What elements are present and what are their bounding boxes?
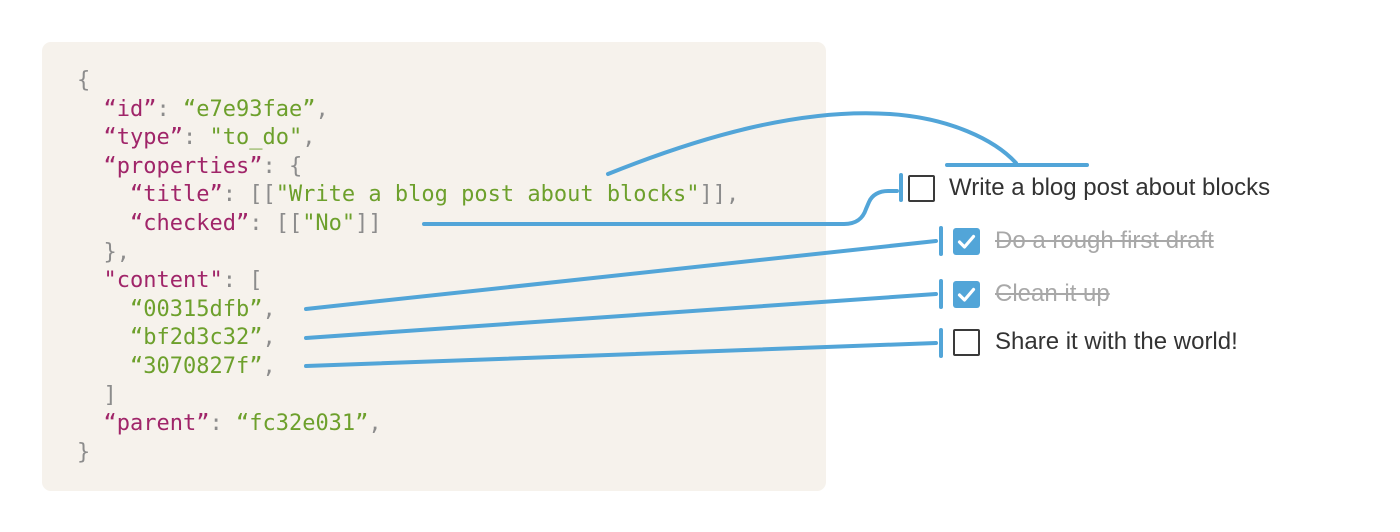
code-line: ]	[77, 382, 117, 408]
todo-item: Write a blog post about blocks	[908, 173, 1270, 203]
todo-checkbox-unchecked[interactable]	[953, 328, 980, 356]
todo-label: Clean it up	[995, 280, 1110, 307]
todo-label: Share it with the world!	[995, 328, 1238, 355]
code-line: “parent”: “fc32e031”,	[103, 411, 382, 437]
checkmark-icon	[957, 287, 976, 302]
code-line: "content": [	[103, 268, 263, 294]
code-line: “00315dfb”,	[129, 296, 276, 322]
code-line: },	[77, 239, 130, 265]
todo-item: Clean it up	[953, 279, 1110, 309]
code-line: }	[77, 439, 91, 465]
code-block-panel: { “id”: “e7e93fae”, “type”: "to_do", “pr…	[42, 42, 826, 491]
code-line: {	[77, 68, 91, 93]
todo-label: Write a blog post about blocks	[949, 174, 1271, 201]
code-line: “bf2d3c32”,	[129, 325, 276, 351]
json-code: { “id”: “e7e93fae”, “type”: "to_do", “pr…	[77, 67, 739, 467]
code-line: “3070827f”,	[129, 353, 276, 379]
todo-item: Share it with the world!	[953, 327, 1238, 357]
code-line: “title”: [["Write a blog post about bloc…	[129, 182, 740, 208]
code-line: “checked”: [["No"]]	[129, 210, 382, 236]
checkmark-icon	[957, 234, 976, 249]
todo-label: Do a rough first draft	[995, 227, 1214, 254]
todo-item: Do a rough first draft	[953, 226, 1214, 256]
todo-checkbox-unchecked[interactable]	[908, 174, 935, 202]
code-line: “properties”: {	[103, 153, 303, 179]
todo-checkbox-checked[interactable]	[953, 227, 980, 255]
code-line: “type”: "to_do",	[103, 125, 316, 151]
code-line: “id”: “e7e93fae”,	[103, 96, 329, 122]
todo-checkbox-checked[interactable]	[953, 280, 980, 308]
